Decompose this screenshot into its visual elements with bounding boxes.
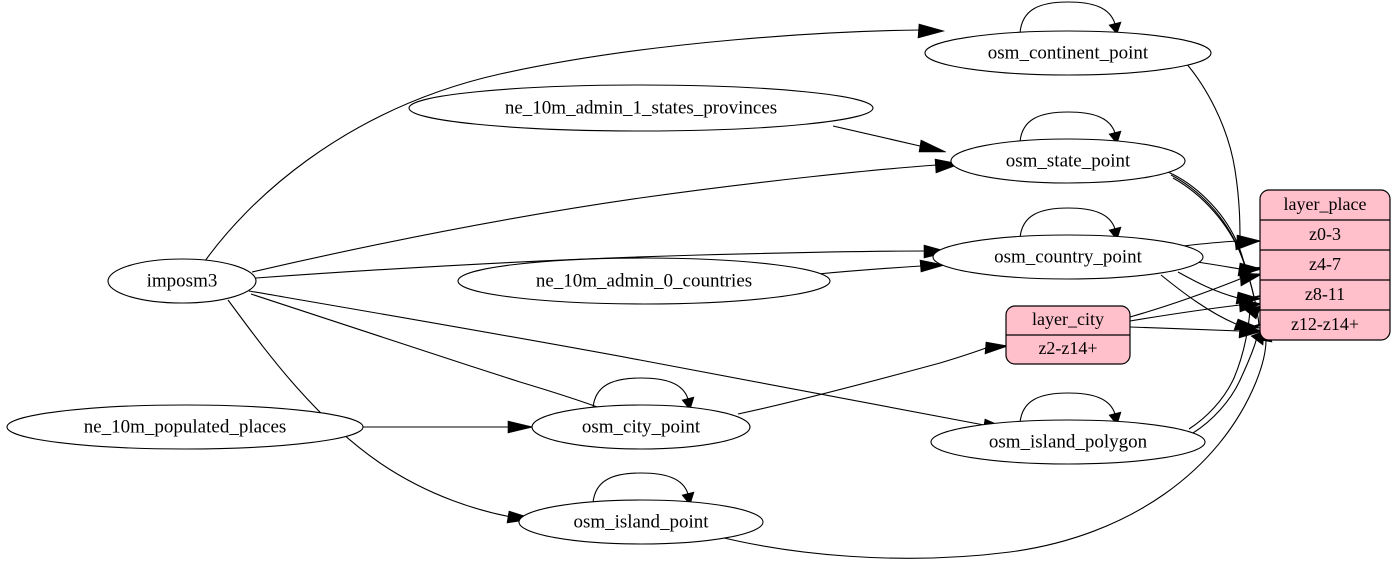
edge-imposm3-to-osm_state_point xyxy=(251,158,962,273)
edge-imposm3-to-osm_continent_point xyxy=(204,23,946,262)
edge-osm_country_point-to-layer_place-z0-3 xyxy=(1182,234,1262,248)
edge-ne_10m_populated_places-to-osm_city_point xyxy=(363,420,534,434)
node-osm_island_polygon[interactable]: osm_island_polygon xyxy=(930,419,1206,465)
record-node-layer_city[interactable]: layer_city z2-z14+ xyxy=(1005,305,1131,365)
node-ne_10m_populated_places[interactable]: ne_10m_populated_places xyxy=(6,404,364,450)
node-ne_10m_admin_1_states_provinces[interactable]: ne_10m_admin_1_states_provinces xyxy=(408,84,874,132)
edge-osm_island_polygon-to-layer_place-z8-11 xyxy=(1188,305,1262,430)
node-ne_10m_admin_0_countries[interactable]: ne_10m_admin_0_countries xyxy=(457,257,831,305)
node-imposm3[interactable]: imposm3 xyxy=(107,258,257,304)
edge-ne_10m_admin_1_states_provinces-to-osm_state_point xyxy=(832,125,947,153)
edge-layer_city-to-layer_place-z12-z14+ xyxy=(1129,324,1265,339)
edge-layer_city-to-layer_place-z4-7 xyxy=(1129,272,1264,318)
edge-self-loop-osm_city_point xyxy=(592,377,695,411)
edge-imposm3-to-osm_city_point xyxy=(250,293,627,420)
node-osm_island_point[interactable]: osm_island_point xyxy=(518,499,764,545)
node-osm_state_point[interactable]: osm_state_point xyxy=(950,138,1186,184)
node-osm_city_point[interactable]: osm_city_point xyxy=(531,404,751,450)
edge-self-loop-osm_continent_point xyxy=(1019,1,1122,35)
record-node-layer_place[interactable]: layer_place z0-3 z4-7 z8-11 z12-z14+ xyxy=(1259,189,1391,341)
edge-ne_10m_admin_0_countries-to-osm_country_point xyxy=(817,259,946,275)
edge-layer_city-to-layer_place-z8-11 xyxy=(1129,298,1264,322)
edge-osm_city_point-to-layer_city-z2-z14+ xyxy=(737,341,1010,415)
node-osm_country_point[interactable]: osm_country_point xyxy=(932,234,1204,280)
node-osm_continent_point[interactable]: osm_continent_point xyxy=(924,30,1212,76)
edge-osm_country_point-to-layer_place-z4-7 xyxy=(1195,261,1264,277)
node-layer: imposm3 ne_10m_populated_places ne_10m_a… xyxy=(6,30,1212,545)
